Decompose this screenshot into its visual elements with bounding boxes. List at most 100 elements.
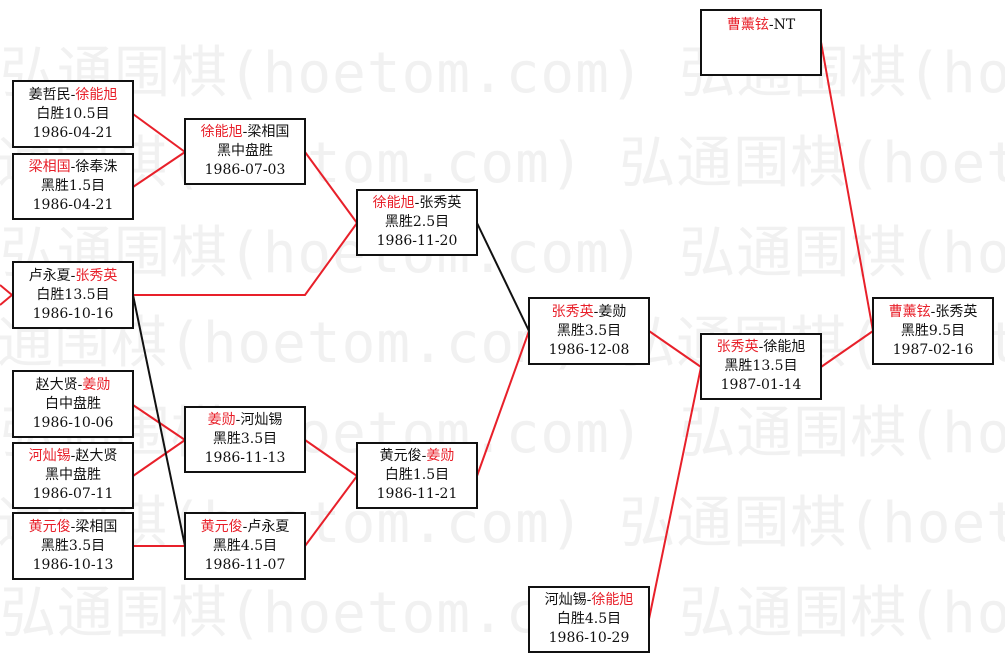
matchup: 张秀英-徐能旭 (717, 338, 806, 357)
bracket-line (304, 475, 358, 547)
player-2: 卢永夏 (247, 518, 290, 535)
separator: - (421, 448, 427, 464)
matchup: 姜勋-河灿锡 (208, 411, 283, 430)
bracket-line (132, 151, 186, 188)
game-date: 1987-02-16 (892, 341, 974, 358)
game-date: 1986-11-21 (376, 486, 458, 502)
game-box: 徐能旭-梁相国黑中盘胜 1986-07-03 (184, 118, 306, 185)
game-result: 黑胜9.5目 (900, 322, 966, 339)
player-1: 梁相国 (28, 159, 71, 175)
player-2: 徐奉洙 (75, 159, 118, 175)
game-result: 黑胜4.5目 (212, 537, 278, 554)
game-result: 黑胜3.5目 (212, 431, 278, 447)
matchup: 黄元俊-姜勋 (380, 447, 455, 466)
game-box: 河灿锡-赵大贤黑中盘胜 1986-07-11 (12, 442, 134, 509)
matchup: 曹薰铉-NT (727, 16, 795, 35)
bracket-line (476, 330, 530, 477)
game-box: 姜勋-河灿锡黑胜3.5目 1986-11-13 (184, 406, 306, 473)
game-result: 黑胜1.5目 (40, 178, 106, 194)
player-1: 姜哲民 (28, 86, 71, 103)
player-1: 张秀英 (551, 303, 594, 320)
game-result: 白胜10.5目 (36, 105, 110, 122)
separator: - (586, 592, 592, 608)
game-date: 1986-11-07 (204, 556, 286, 573)
game-date: 1986-07-03 (204, 162, 286, 178)
separator: - (77, 376, 83, 393)
game-result: 黑中盘胜 (217, 143, 273, 159)
matchup: 卢永夏-张秀英 (29, 267, 118, 286)
separator: - (70, 267, 76, 284)
game-result: 黑胜3.5目 (556, 322, 622, 339)
player-1: 黄元俊 (200, 518, 243, 535)
separator: - (414, 195, 420, 211)
game-date: 1986-10-13 (32, 556, 114, 573)
separator: - (930, 303, 936, 320)
player-1: 黄元俊 (379, 448, 422, 464)
game-date: 1986-07-11 (32, 486, 114, 502)
bracket-line (304, 151, 358, 224)
player-1: 徐能旭 (200, 124, 243, 140)
bracket-line (132, 113, 186, 153)
game-box: 姜哲民-徐能旭白胜10.5目 1986-04-21 (12, 80, 134, 148)
player-2: 姜勋 (598, 303, 627, 320)
player-1: 徐能旭 (372, 195, 415, 211)
matchup: 河灿锡-赵大贤 (29, 447, 118, 466)
player-2: 徐能旭 (591, 592, 634, 608)
player-1: 河灿锡 (28, 448, 71, 464)
separator: - (235, 412, 241, 428)
game-date: 1986-04-21 (32, 124, 114, 141)
matchup: 梁相国-徐奉洙 (29, 158, 118, 177)
game-box: 曹薰铉-NT (700, 9, 822, 76)
game-result: 黑中盘胜 (45, 467, 101, 483)
player-1: 卢永夏 (28, 267, 71, 284)
separator: - (242, 518, 248, 535)
separator: - (70, 518, 76, 535)
game-date: 1986-04-21 (32, 197, 114, 213)
game-box: 张秀英-徐能旭黑胜13.5目 1987-01-14 (700, 333, 822, 400)
matchup: 徐能旭-梁相国 (201, 123, 290, 142)
matchup: 黄元俊-梁相国 (29, 518, 118, 537)
matchup: 曹薰铉-张秀英 (889, 303, 978, 322)
bracket-line (648, 330, 702, 368)
matchup: 河灿锡-徐能旭 (545, 591, 634, 610)
matchup: 张秀英-姜勋 (552, 303, 627, 322)
player-1: 曹薰铉 (888, 303, 931, 320)
game-date: 1986-11-13 (204, 450, 286, 466)
game-date: 1986-10-29 (548, 630, 630, 646)
player-1: 河灿锡 (544, 592, 587, 608)
game-result: 白胜13.5目 (36, 286, 110, 303)
bracket-line (132, 294, 186, 547)
game-result: 白胜4.5目 (556, 611, 622, 627)
separator: - (242, 124, 248, 140)
game-date: 1986-11-20 (376, 233, 458, 249)
game-result: 白中盘胜 (45, 395, 101, 412)
player-2: 张秀英 (419, 195, 462, 211)
player-2: 梁相国 (75, 518, 118, 535)
game-result: 黑胜13.5目 (724, 358, 798, 374)
game-result: 黑胜2.5目 (384, 214, 450, 230)
player-2: 徐能旭 (75, 86, 118, 103)
player-2: 张秀英 (935, 303, 978, 320)
separator: - (70, 159, 76, 175)
player-2: 张秀英 (75, 267, 118, 284)
matchup: 赵大贤-姜勋 (36, 376, 111, 395)
bracket-line (132, 439, 186, 477)
matchup: 姜哲民-徐能旭 (29, 86, 118, 105)
player-2: 徐能旭 (763, 339, 806, 355)
game-date: 1987-01-14 (720, 377, 802, 393)
player-2: 姜勋 (82, 376, 111, 393)
bracket-line (648, 366, 702, 620)
bracket-line (304, 439, 358, 477)
bracket-line (133, 222, 358, 296)
bracket-line (476, 222, 530, 332)
matchup: 徐能旭-张秀英 (373, 194, 462, 213)
separator: - (70, 448, 76, 464)
